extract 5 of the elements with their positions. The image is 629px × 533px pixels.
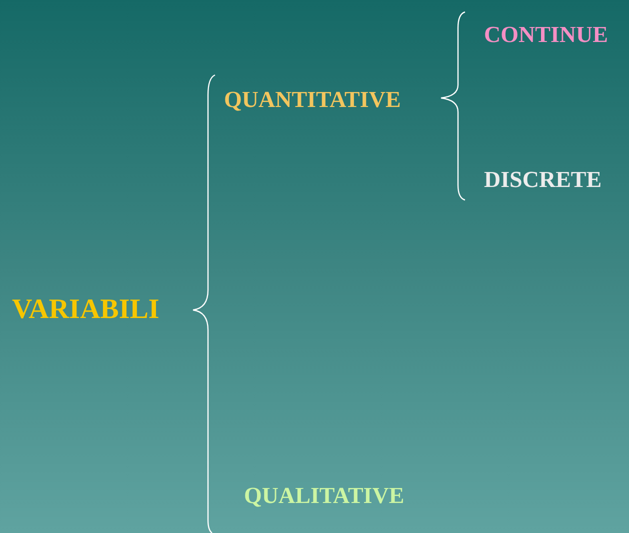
category-label: QUANTITATIVE <box>224 88 401 111</box>
category-label: DISCRETE <box>484 168 602 191</box>
category-label: CONTINUE <box>484 23 608 46</box>
category-label: QUALITATIVE <box>244 484 404 507</box>
category-label: VARIABILI <box>12 296 160 324</box>
